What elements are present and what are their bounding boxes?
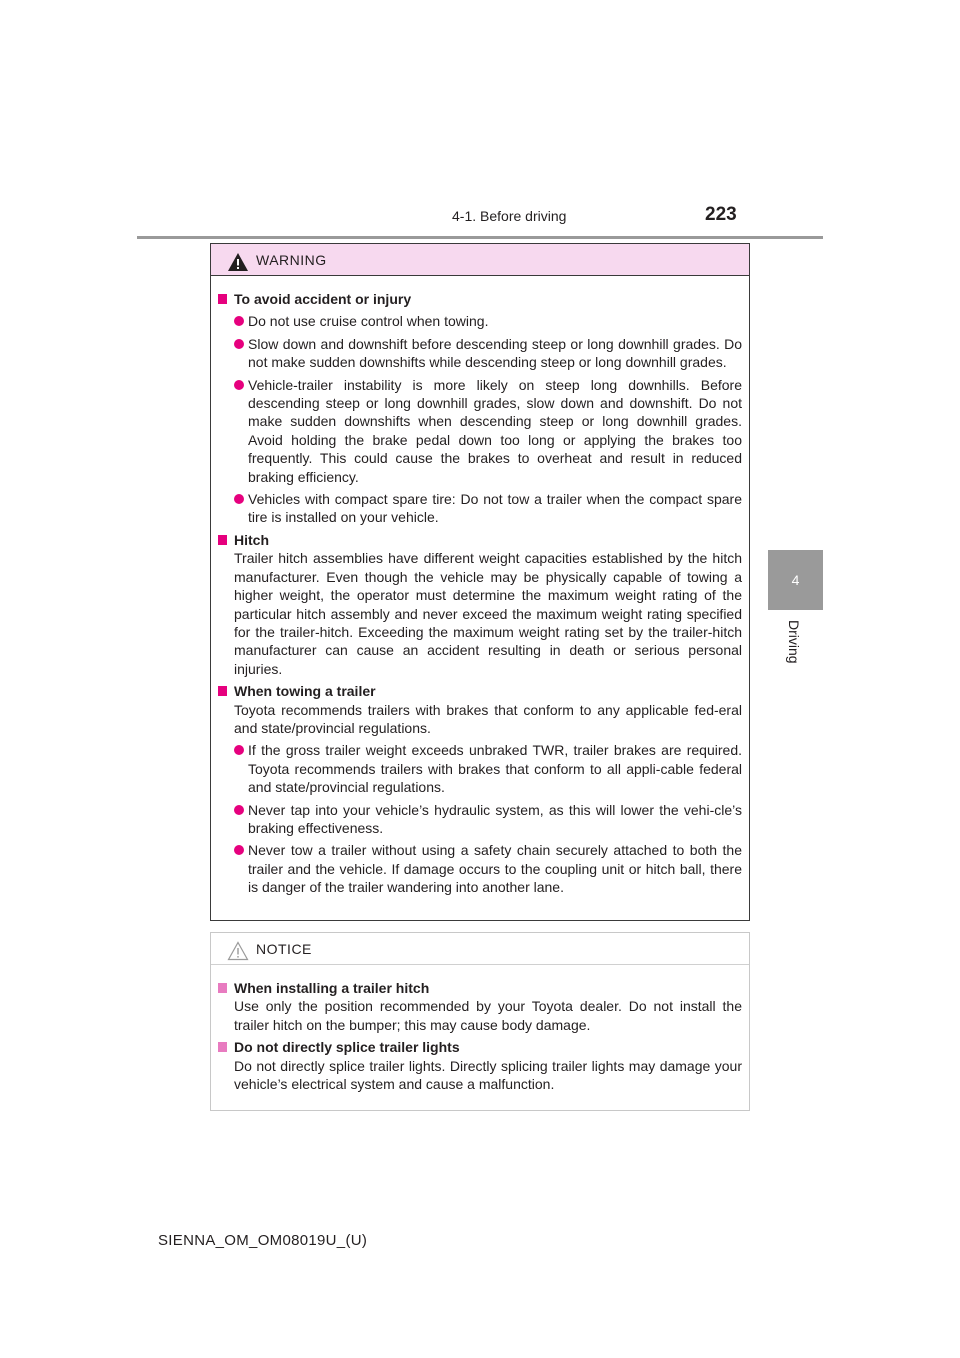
warning-triangle-icon: [228, 253, 248, 271]
notice-body: When installing a trailer hitch Use only…: [211, 965, 749, 1093]
section-title-text: Do not directly splice trailer lights: [234, 1039, 460, 1056]
page-header: [137, 198, 823, 239]
warning-bullet: Do not use cruise control when towing.: [218, 312, 742, 330]
notice-section-title: Do not directly splice trailer lights: [218, 1038, 742, 1056]
round-bullet-icon: [234, 804, 244, 815]
bullet-text: Slow down and downshift before descendin…: [248, 335, 742, 371]
round-bullet-icon: [234, 316, 244, 327]
square-bullet-icon: [218, 1042, 227, 1053]
section-title: 4-1. Before driving: [452, 208, 567, 224]
notice-header: NOTICE: [211, 933, 749, 965]
notice-paragraph: Do not directly splice trailer lights. D…: [234, 1057, 742, 1093]
warning-section-title: To avoid accident or injury: [218, 290, 742, 308]
square-bullet-icon: [218, 534, 227, 545]
section-title-text: Hitch: [234, 531, 269, 548]
square-bullet-icon: [218, 983, 227, 993]
warning-paragraph: Toyota recommends trailers with brakes t…: [234, 701, 742, 736]
chapter-title: Driving: [786, 620, 802, 664]
warning-paragraph: Trailer hitch assemblies have different …: [234, 550, 742, 677]
section-title-text: When towing a trailer: [234, 683, 376, 700]
bullet-text: Never tow a trailer without using a safe…: [248, 842, 742, 896]
section-title-text: To avoid accident or injury: [234, 291, 412, 307]
document-code: SIENNA_OM_OM08019U_(U): [158, 1232, 368, 1249]
round-bullet-icon: [234, 338, 244, 349]
warning-label: WARNING: [256, 252, 327, 268]
warning-body: To avoid accident or injury Do not use c…: [211, 276, 749, 897]
square-bullet-icon: [218, 294, 227, 304]
section-title-text: When installing a trailer hitch: [234, 980, 430, 996]
warning-bullet: Never tap into your vehicle’s hydraulic …: [218, 801, 742, 838]
bullet-text: Do not use cruise control when towing.: [248, 313, 489, 330]
round-bullet-icon: [234, 494, 244, 505]
bullet-text: If the gross trailer weight exceeds unbr…: [248, 742, 742, 796]
warning-bullet: If the gross trailer weight exceeds unbr…: [218, 741, 742, 796]
notice-label: NOTICE: [256, 941, 312, 957]
warning-bullet: Slow down and downshift before descendin…: [218, 335, 742, 372]
notice-paragraph: Use only the position recommended by you…: [234, 998, 742, 1033]
warning-bullet: Never tow a trailer without using a safe…: [218, 841, 742, 896]
page-number: 223: [705, 204, 737, 225]
square-bullet-icon: [218, 686, 227, 697]
notice-section-title: When installing a trailer hitch: [218, 979, 742, 997]
caution-triangle-outline-icon: [227, 941, 249, 961]
warning-bullet: Vehicle-trailer instability is more like…: [218, 376, 742, 486]
warning-header: WARNING: [211, 244, 749, 276]
warning-section-title: When towing a trailer: [218, 682, 742, 700]
warning-box: WARNING To avoid accident or injury Do n…: [210, 243, 750, 921]
chapter-number: 4: [791, 572, 800, 588]
round-bullet-icon: [234, 745, 244, 756]
round-bullet-icon: [234, 379, 244, 390]
warning-bullet: Vehicles with compact spare tire: Do not…: [218, 490, 742, 527]
chapter-tab: 4: [768, 550, 823, 610]
round-bullet-icon: [234, 845, 244, 856]
bullet-text: Never tap into your vehicle’s hydraulic …: [248, 801, 742, 836]
bullet-text: Vehicle-trailer instability is more like…: [248, 376, 742, 485]
notice-box: NOTICE When installing a trailer hitch U…: [210, 932, 750, 1111]
bullet-text: Vehicles with compact spare tire: Do not…: [248, 491, 742, 526]
warning-section-title: Hitch: [218, 531, 742, 549]
